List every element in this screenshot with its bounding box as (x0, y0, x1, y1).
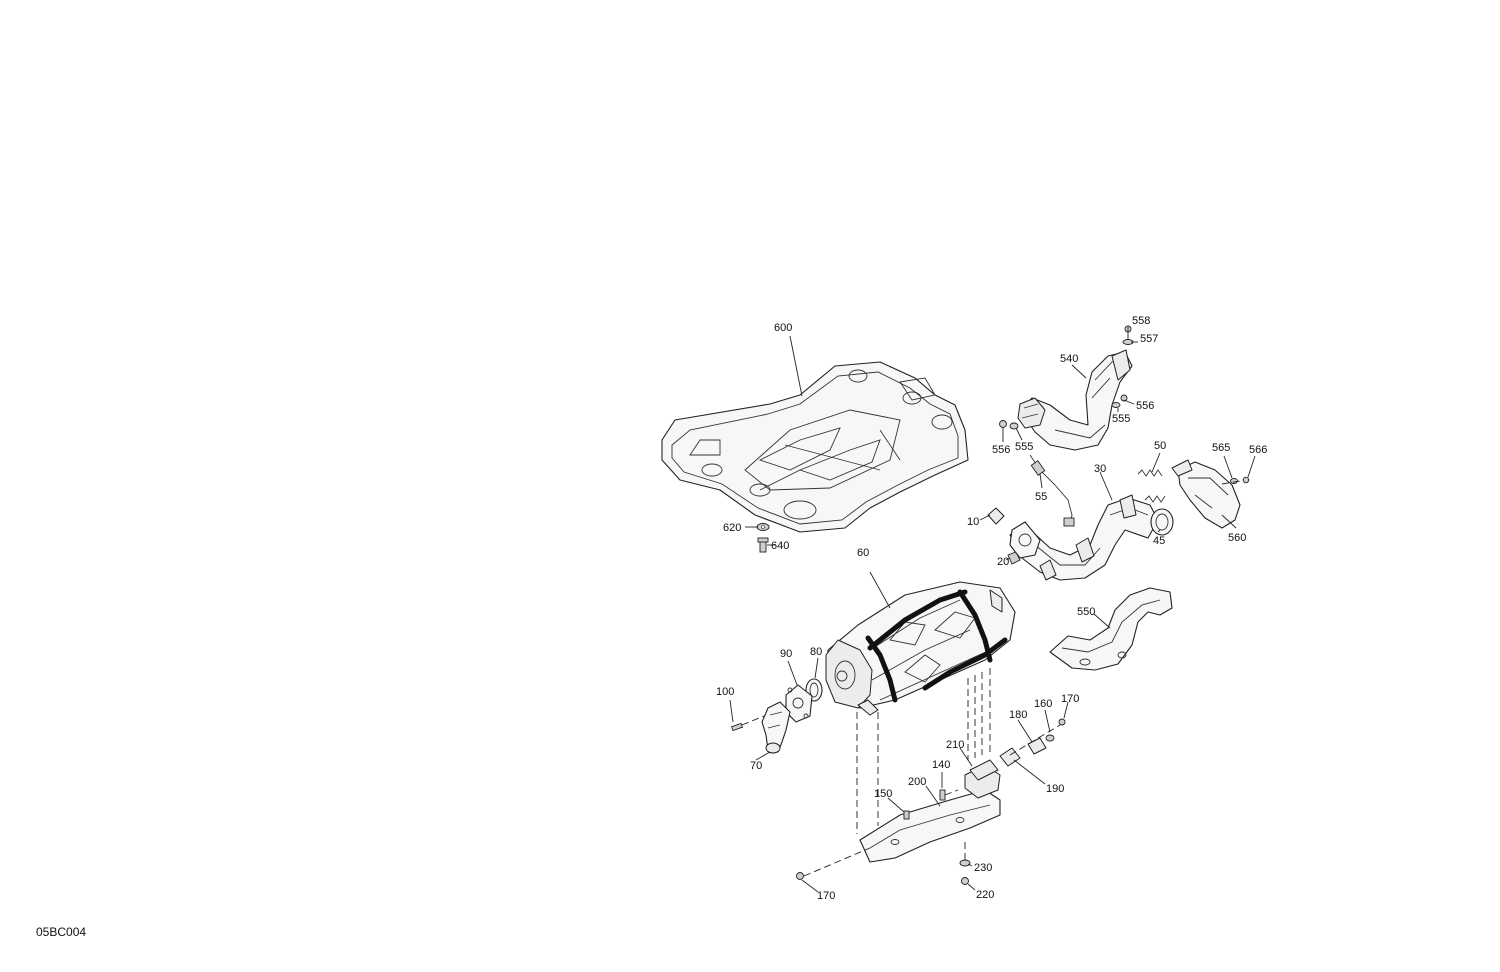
washer-565 (1230, 478, 1238, 484)
callout-55: 55 (1035, 491, 1047, 503)
nut-556-upper (1120, 394, 1128, 402)
callout-160: 160 (1034, 698, 1052, 710)
callout-70: 70 (750, 760, 762, 772)
callout-640: 640 (771, 540, 789, 552)
bolt-140 (939, 789, 946, 801)
callout-210: 210 (946, 739, 964, 751)
spring-50 (1137, 469, 1166, 503)
callout-557: 557 (1140, 333, 1158, 345)
callout-50: 50 (1154, 440, 1166, 452)
nut-556-left (999, 420, 1007, 428)
tail-pipe-70 (761, 701, 791, 754)
assembly-guide-lines (741, 480, 1241, 877)
screw-566 (1242, 476, 1250, 484)
callout-170-lower: 170 (817, 890, 835, 902)
ring-gasket-45 (1150, 508, 1174, 536)
callout-556-upper: 556 (1136, 400, 1154, 412)
callout-180: 180 (1009, 709, 1027, 721)
callout-566: 566 (1249, 444, 1267, 456)
diagram-reference-code: 05BC004 (36, 925, 86, 939)
washer-620 (756, 523, 770, 531)
heat-shield-plate-600 (661, 361, 969, 533)
callout-550: 550 (1077, 606, 1095, 618)
rubber-mount-210 (969, 759, 999, 781)
callout-30: 30 (1094, 463, 1106, 475)
washer-555-upper (1111, 402, 1121, 408)
callout-540: 540 (1060, 353, 1078, 365)
nut-170-upper (1058, 718, 1066, 726)
callout-140: 140 (932, 759, 950, 771)
flange-gasket-90 (785, 684, 813, 723)
callout-220: 220 (976, 889, 994, 901)
bolt-100 (731, 722, 743, 732)
stud-10 (987, 507, 1005, 525)
callout-100: 100 (716, 686, 734, 698)
muffler-60 (825, 581, 1016, 716)
heat-shield-560 (1171, 459, 1241, 529)
washer-160 (1045, 734, 1055, 742)
exhaust-pipe-30 (1009, 494, 1159, 581)
callout-10: 10 (967, 516, 979, 528)
callout-565: 565 (1212, 442, 1230, 454)
callout-labels: 600 620 640 60 90 80 100 70 558 557 540 … (716, 315, 1267, 902)
bolt-150 (903, 810, 910, 820)
callout-45: 45 (1153, 535, 1165, 547)
callout-190: 190 (1046, 783, 1064, 795)
exhaust-flange-10-assembly (1009, 521, 1041, 559)
callout-556-left: 556 (992, 444, 1010, 456)
oxygen-sensor-55 (1029, 454, 1075, 527)
washer-555-left (1009, 422, 1019, 430)
callout-60: 60 (857, 547, 869, 559)
callout-leaders (729, 327, 1256, 893)
callout-170-upper: 170 (1061, 693, 1079, 705)
callout-560: 560 (1228, 532, 1246, 544)
washer-230 (959, 859, 971, 867)
screw-640 (757, 537, 769, 553)
heat-shield-550 (1049, 587, 1173, 671)
callout-80: 80 (810, 646, 822, 658)
callout-620: 620 (723, 522, 741, 534)
callout-90: 90 (780, 648, 792, 660)
callout-20: 20 (997, 556, 1009, 568)
callout-230: 230 (974, 862, 992, 874)
callout-558: 558 (1132, 315, 1150, 327)
nut-170-lower (796, 872, 804, 880)
callout-600: 600 (774, 322, 792, 334)
callout-150: 150 (874, 788, 892, 800)
callout-555-left: 555 (1015, 441, 1033, 453)
callout-555-upper: 555 (1112, 413, 1130, 425)
heat-shield-540 (1017, 349, 1133, 451)
grommet-190 (999, 747, 1021, 767)
nut-220 (961, 877, 969, 885)
callout-200: 200 (908, 776, 926, 788)
